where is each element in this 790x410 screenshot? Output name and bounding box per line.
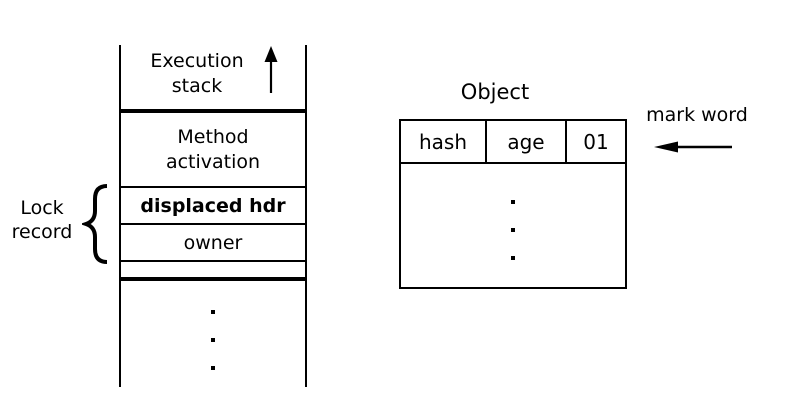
object-cell-age: age — [487, 121, 567, 162]
ellipsis-dot: . — [511, 228, 515, 232]
object-cell-hash: hash — [401, 121, 487, 162]
stack-growth-up-arrow-icon — [264, 46, 278, 93]
lock-record-label-line2: record — [11, 221, 73, 243]
object-box: hash age 01 . . . — [399, 119, 627, 289]
execution-stack-title-line2: stack — [171, 75, 223, 97]
mark-word-left-arrow-icon — [654, 141, 732, 153]
ellipsis-dot: . — [211, 310, 215, 314]
ellipsis-dot: . — [211, 366, 215, 370]
lock-record-label-line1: Lock — [20, 197, 64, 219]
object-ellipsis: . . . — [401, 164, 625, 287]
stack-cell-empty — [121, 262, 305, 277]
stack-cell-owner: owner — [121, 225, 305, 262]
stack-cell-method-activation: Method activation — [121, 113, 305, 188]
execution-stack: Execution stack Method activation displa… — [119, 45, 307, 387]
execution-stack-title: Execution stack — [121, 45, 273, 99]
ellipsis-dot: . — [211, 338, 215, 342]
stack-ellipsis: . . . — [121, 281, 305, 387]
ellipsis-dot: . — [511, 200, 515, 204]
stack-cell-displaced-hdr: displaced hdr — [121, 188, 305, 225]
stack-frame-divider-top — [121, 109, 305, 113]
stack-frame-divider-bottom — [121, 277, 305, 281]
execution-stack-header: Execution stack — [121, 45, 305, 109]
method-activation-line2: activation — [165, 150, 261, 173]
method-activation-line1: Method — [177, 125, 249, 148]
lock-record-label: Lock record — [4, 196, 80, 244]
ellipsis-dot: . — [511, 256, 515, 260]
execution-stack-title-line1: Execution — [150, 50, 244, 72]
object-title: Object — [460, 80, 530, 104]
mark-word-label: mark word — [646, 104, 748, 126]
object-cell-tag-bits: 01 — [583, 129, 609, 154]
object-mark-word-row: hash age 01 — [401, 121, 625, 164]
lock-record-brace-icon — [82, 184, 108, 264]
